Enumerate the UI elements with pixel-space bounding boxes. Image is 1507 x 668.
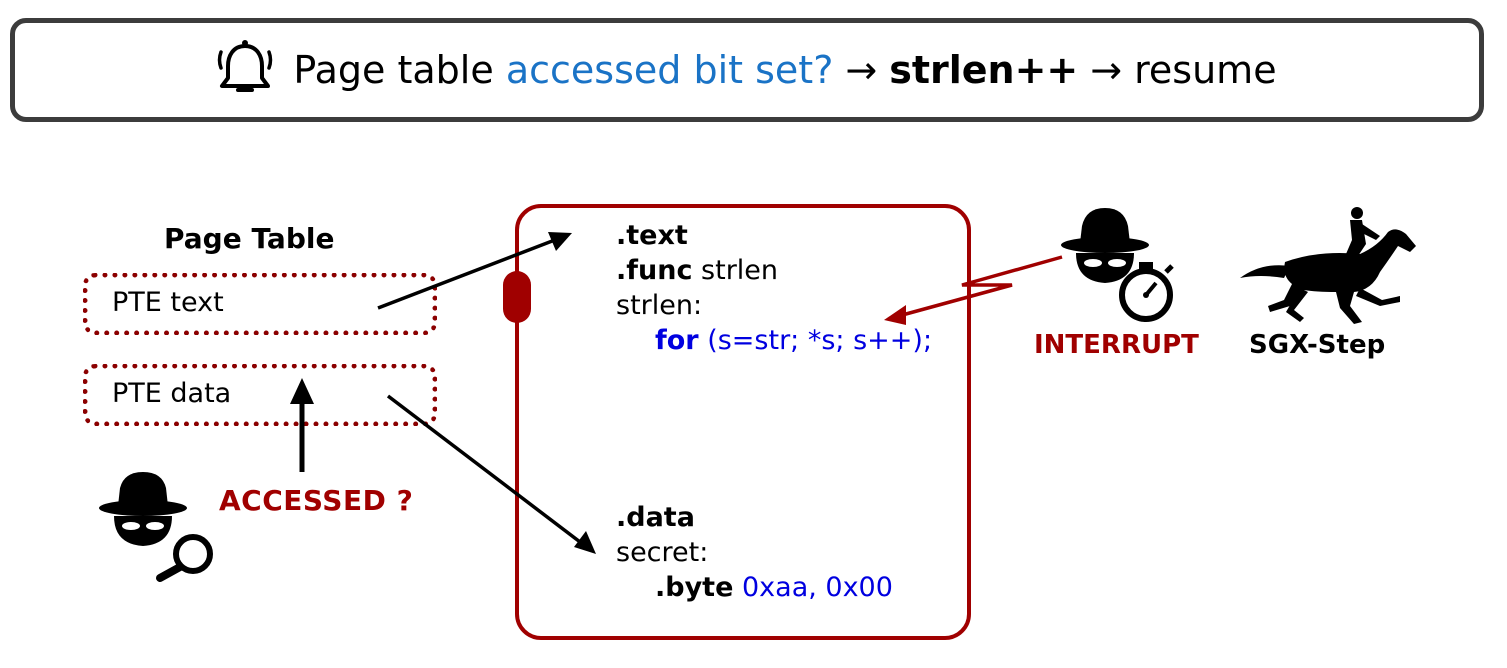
banner-prefix: Page table <box>293 48 494 92</box>
sgx-step-label: SGX-Step <box>1249 330 1386 360</box>
arrow-pte-data-to-data <box>386 394 596 554</box>
for-keyword: for <box>655 325 699 356</box>
banner-action: resume <box>1134 48 1277 92</box>
banner-arrow-2: → <box>1090 48 1123 92</box>
banner-arrow-1: → <box>845 48 878 92</box>
banner: Page table accessed bit set?→strlen++→re… <box>10 18 1484 122</box>
banner-question: accessed bit set? <box>505 48 834 92</box>
page-table-title: Page Table <box>164 222 335 255</box>
banner-line: Page table accessed bit set?→strlen++→re… <box>15 23 1479 117</box>
accessed-label: ACCESSED ? <box>219 484 414 517</box>
banner-step: strlen++ <box>889 48 1079 92</box>
strlen-label: strlen: <box>616 290 703 321</box>
byte-values: 0xaa, 0x00 <box>733 572 893 603</box>
horse-jockey-icon <box>1240 207 1416 324</box>
pte-data-entry: PTE data <box>83 364 437 426</box>
bell-icon <box>218 40 273 92</box>
enclave-box <box>515 204 971 640</box>
func-name: strlen <box>692 255 779 286</box>
func-keyword: .func <box>616 255 693 286</box>
enclave-pill-marker <box>503 271 531 323</box>
code-data-section: .data secret: .byte 0xaa, 0x00 <box>616 500 893 605</box>
arrow-accessed-up <box>290 378 314 472</box>
interrupt-lightning-arrow <box>884 255 1063 325</box>
byte-keyword: .byte <box>655 572 734 603</box>
pte-text-entry: PTE text <box>83 273 437 335</box>
data-directive: .data <box>616 502 695 533</box>
pte-text-label: PTE text <box>112 287 224 318</box>
spy-magnifier-icon <box>99 472 213 582</box>
text-directive: .text <box>616 220 688 251</box>
interrupt-label: INTERRUPT <box>1034 330 1199 360</box>
pte-data-label: PTE data <box>112 378 232 409</box>
arrow-pte-text-to-text <box>377 232 572 310</box>
code-text-section: .text .func strlen strlen: for (s=str; *s; … <box>616 218 932 358</box>
secret-label: secret: <box>616 537 709 568</box>
spy-stopwatch-icon <box>1061 208 1174 322</box>
for-body: (s=str; *s; s++); <box>698 325 933 356</box>
